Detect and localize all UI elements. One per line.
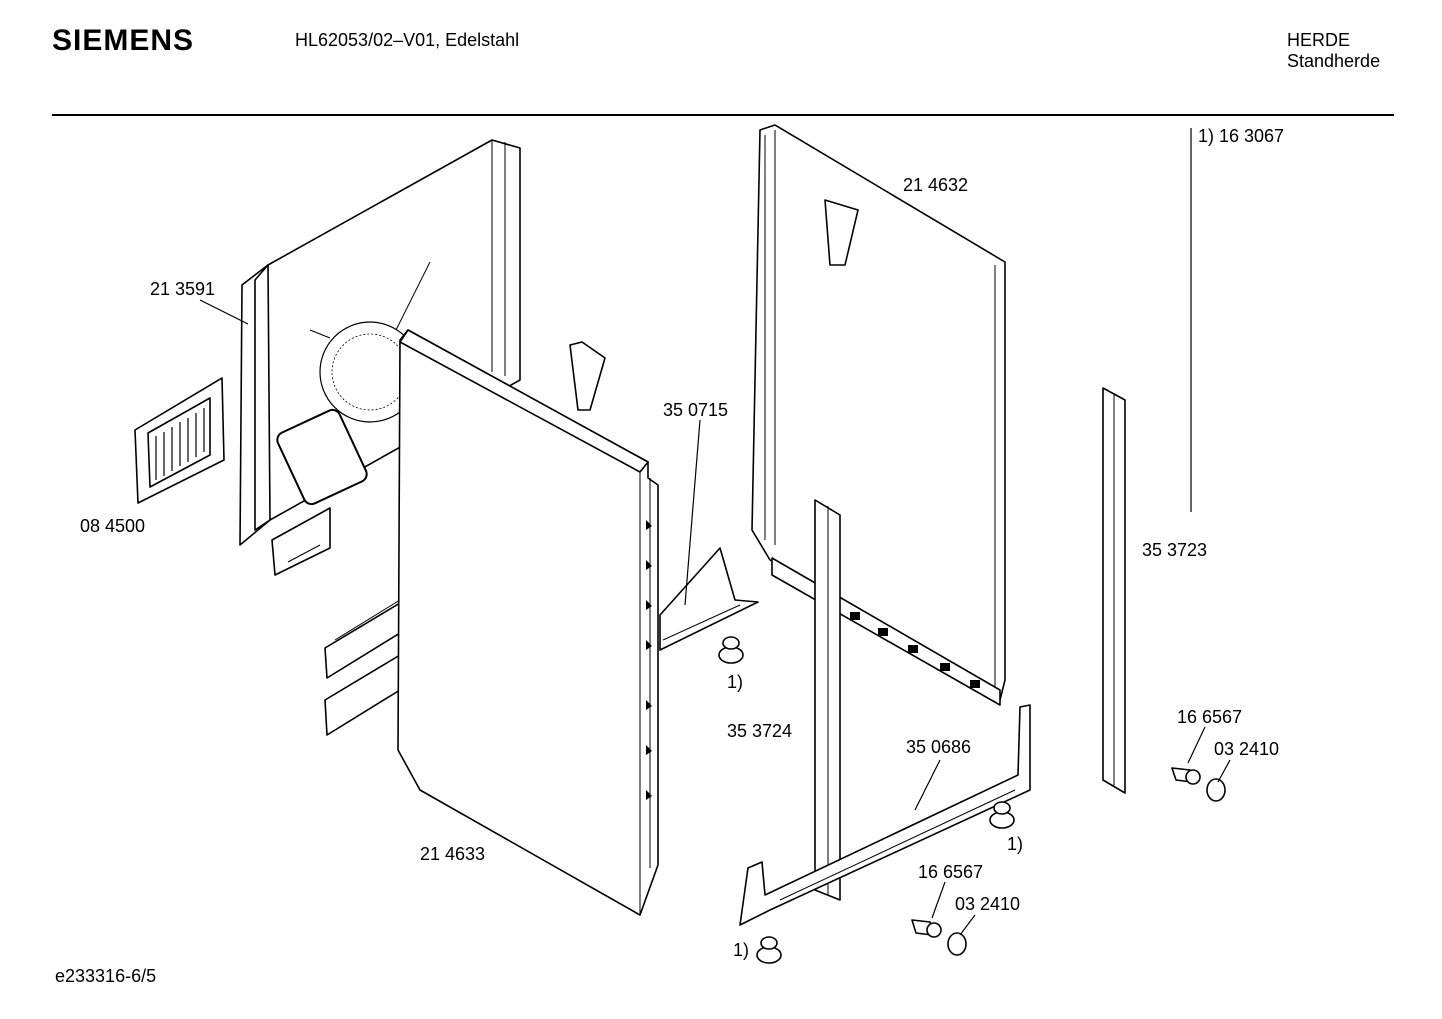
brand-logo: SIEMENS [52,24,195,57]
header-divider [52,114,1394,116]
label-084500: 08 4500 [80,516,145,536]
part-rear-panel[interactable] [239,139,521,576]
model-title: HL62053/02–V01, Edelstahl [295,30,520,50]
part-adjustable-foot-3[interactable] [756,936,782,964]
label-350686: 35 0686 [906,737,971,757]
leader-lines [199,299,1231,936]
label-032410-lower: 03 2410 [955,894,1020,914]
part-base-frame[interactable] [739,704,1031,926]
label-214633: 21 4633 [420,844,485,864]
label-166567-upper: 16 6567 [1177,707,1242,727]
label-ref-foot-2: 1) [1007,834,1023,854]
label-350715: 35 0715 [663,400,728,420]
category-label: HERDE [1287,30,1351,50]
label-213591: 21 3591 [150,279,215,299]
part-screw-1[interactable] [1171,767,1201,785]
label-353723: 35 3723 [1142,540,1207,560]
part-grill-element[interactable] [134,377,225,504]
label-ref-foot-3: 1) [733,940,749,960]
label-214632: 21 4632 [903,175,968,195]
part-guide-rails[interactable] [324,599,401,736]
part-side-panel-right[interactable] [751,124,1006,706]
part-vertical-profile-front[interactable] [814,499,841,901]
part-adjustable-foot-1[interactable] [718,636,744,664]
label-353724: 35 3724 [727,721,792,741]
part-side-panel-left[interactable] [397,329,659,916]
part-cap-1[interactable] [1206,778,1226,802]
part-mounting-bracket[interactable] [569,341,759,651]
subcategory-label: Standherde [1287,51,1381,71]
part-adjustable-foot-2[interactable] [989,801,1015,829]
part-screw-2[interactable] [911,919,942,938]
label-166567-lower: 16 6567 [918,862,983,882]
label-ref-foot-1: 1) [727,672,743,692]
part-vertical-profile-rear[interactable] [1102,387,1126,794]
part-cap-2[interactable] [947,932,967,956]
document-id: e233316-6/5 [55,966,157,986]
legend-note: 1) 16 3067 [1198,126,1284,146]
label-032410-upper: 03 2410 [1214,739,1279,759]
